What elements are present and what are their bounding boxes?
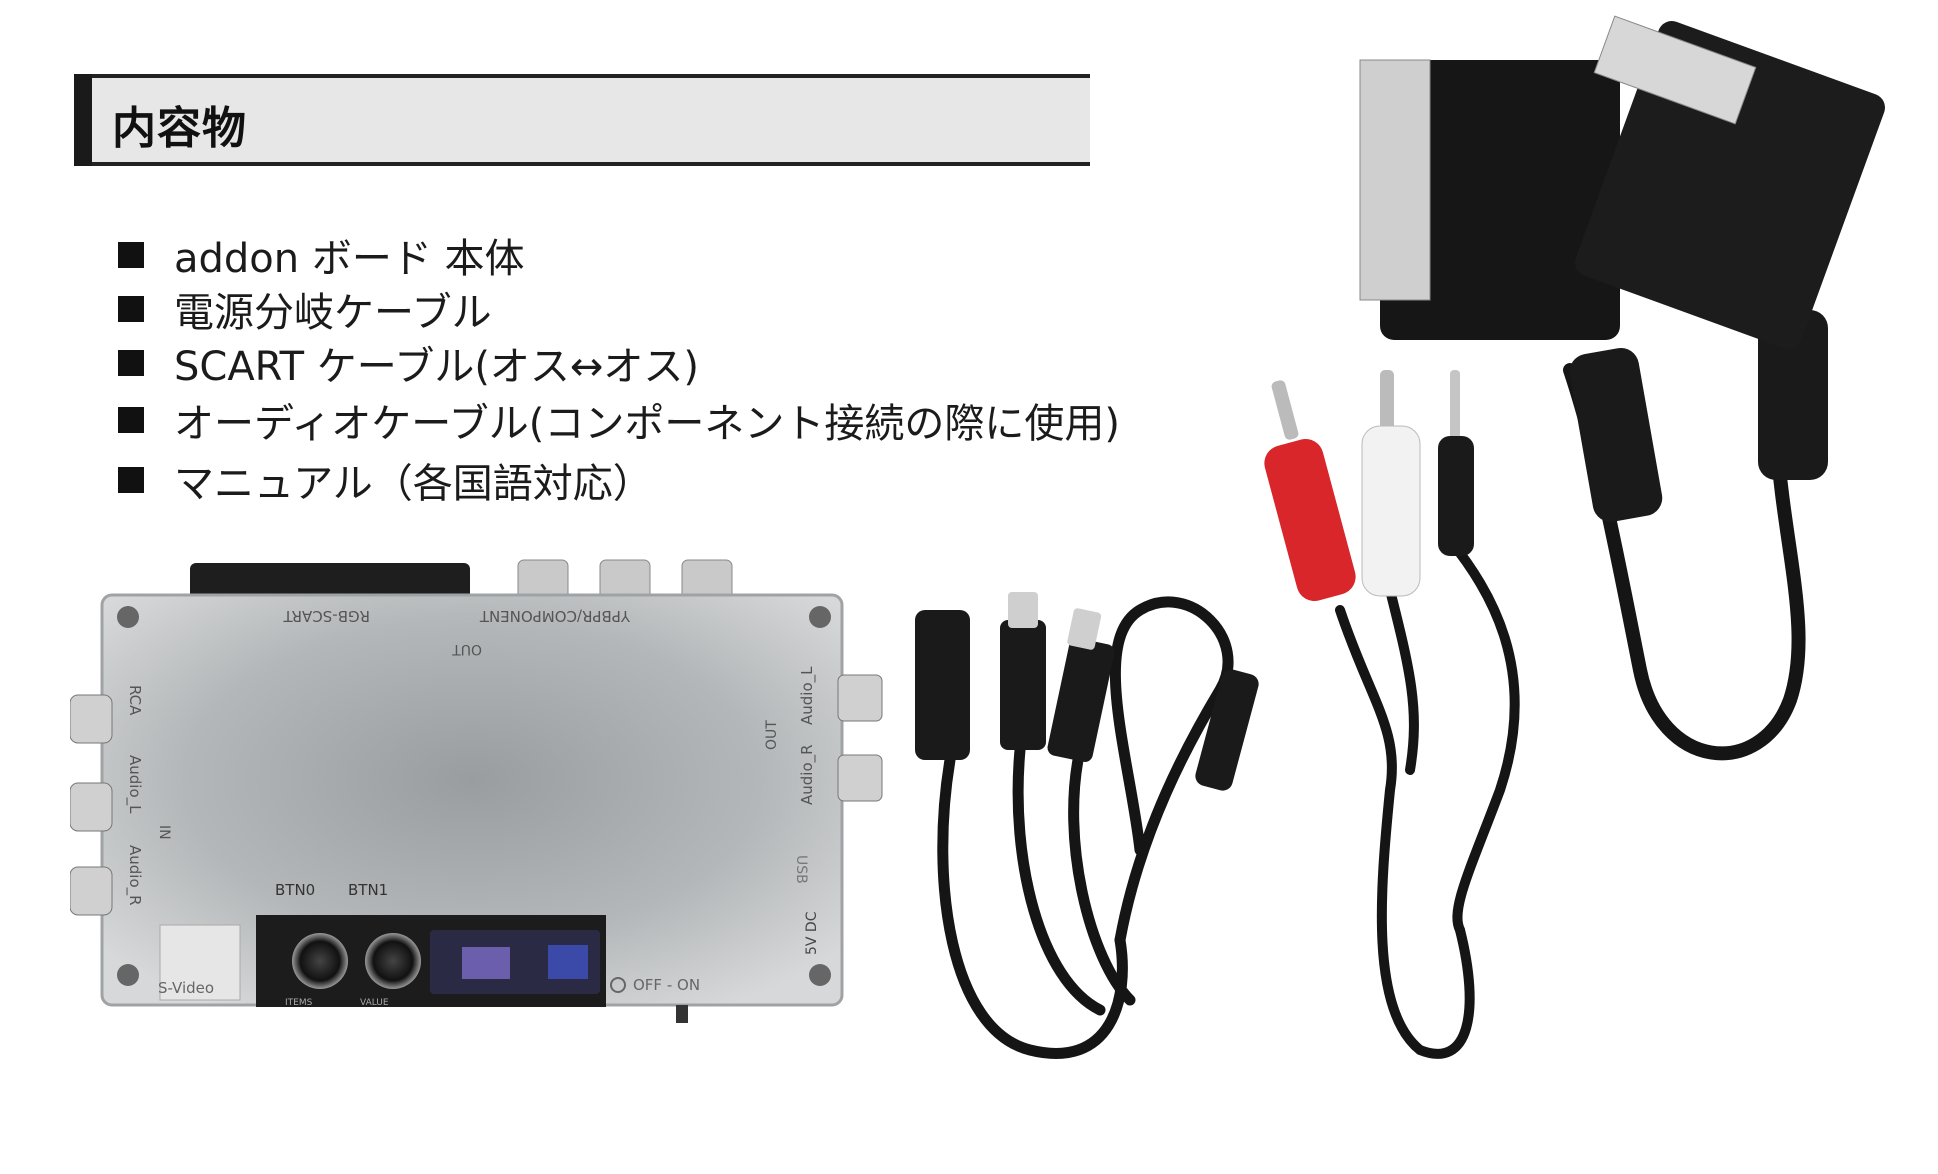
s-video-port: [159, 924, 241, 1001]
audio-cable-image: [1264, 370, 1520, 1059]
scart-port: [190, 563, 470, 603]
dc-male-connector: [1047, 638, 1115, 762]
rca-input-ports: [70, 694, 113, 916]
scart-strain-relief: [1758, 310, 1828, 480]
list-item-label: マニュアル（各国語対応）: [174, 461, 653, 507]
btn0-button[interactable]: [292, 933, 348, 989]
scart-cable-image: [1359, 15, 1885, 761]
square-bullet-icon: [118, 350, 144, 376]
label-audio-r-out: Audio_R: [798, 744, 817, 805]
square-bullet-icon: [118, 407, 144, 433]
contents-list: addon ボード 本体 電源分岐ケーブル SCART ケーブル(オス↔オス) …: [118, 228, 1120, 510]
label-btn1: BTN1: [348, 881, 388, 899]
label-out: OUT: [452, 641, 482, 657]
list-item-label: オーディオケーブル(コンポーネント接続の際に使用): [174, 401, 1121, 447]
list-item-label: 電源分岐ケーブル: [174, 290, 492, 336]
dc-plug-tip: [1008, 592, 1038, 628]
list-item: 電源分岐ケーブル: [118, 282, 1120, 336]
rca-red-plug: [1264, 439, 1356, 601]
list-item: addon ボード 本体: [118, 228, 1120, 282]
stereo-3-5mm-plug: [1438, 436, 1474, 556]
list-item: マニュアル（各国語対応）: [118, 450, 1120, 510]
power-icon: [610, 977, 626, 993]
label-component: YPBPR/COMPONENT: [479, 607, 631, 625]
label-rgb-scart: RGB-SCART: [283, 607, 370, 625]
square-bullet-icon: [118, 242, 144, 268]
rca-white-plug: [1361, 425, 1421, 597]
label-s-video: S-Video: [158, 979, 214, 997]
scart-strain-relief: [1569, 347, 1663, 522]
scart-connector-left: [1359, 59, 1620, 340]
square-bullet-icon: [118, 467, 144, 493]
btn1-button[interactable]: [365, 933, 421, 989]
label-out-side: OUT: [764, 720, 780, 750]
dc-male-connector: [1000, 620, 1046, 750]
screw-icons: [117, 606, 831, 986]
square-bullet-icon: [118, 296, 144, 322]
label-rca: RCA: [126, 685, 144, 716]
section-header-band: [74, 74, 1090, 166]
power-splitter-cable-image: [915, 592, 1259, 1059]
list-item-label: addon ボード 本体: [174, 236, 525, 282]
list-item: SCART ケーブル(オス↔オス): [118, 336, 1120, 390]
addon-board-image: RGB-SCART YPBPR/COMPONENT OUT RCA Audio_…: [70, 559, 883, 1023]
display-chip: [548, 945, 588, 979]
display-screen: [462, 947, 510, 979]
list-item-label: SCART ケーブル(オス↔オス): [174, 344, 700, 390]
audio-output-ports: [837, 674, 883, 802]
label-items: ITEMS: [285, 998, 313, 1008]
dc-plug-tip: [1067, 608, 1102, 650]
label-power: OFF - ON: [633, 976, 700, 994]
list-item: オーディオケーブル(コンポーネント接続の際に使用): [118, 390, 1120, 450]
stereo-plug-tip: [1450, 370, 1460, 440]
label-5v-dc: 5V DC: [804, 911, 820, 955]
label-audio-l-out: Audio_L: [798, 666, 817, 725]
label-btn0: BTN0: [275, 881, 315, 899]
power-switch[interactable]: [676, 1005, 688, 1023]
label-audio-r-in: Audio_R: [125, 845, 144, 906]
cable-junction: [1195, 669, 1259, 791]
label-in: IN: [156, 825, 172, 840]
label-audio-l-in: Audio_L: [125, 755, 144, 814]
label-usb: USB: [793, 855, 809, 884]
label-value: VALUE: [360, 998, 389, 1008]
scart-connector-right: [1575, 15, 1885, 349]
dc-female-connector: [915, 610, 970, 760]
section-title: 内容物: [112, 103, 247, 154]
section-header-accent: [74, 74, 92, 166]
